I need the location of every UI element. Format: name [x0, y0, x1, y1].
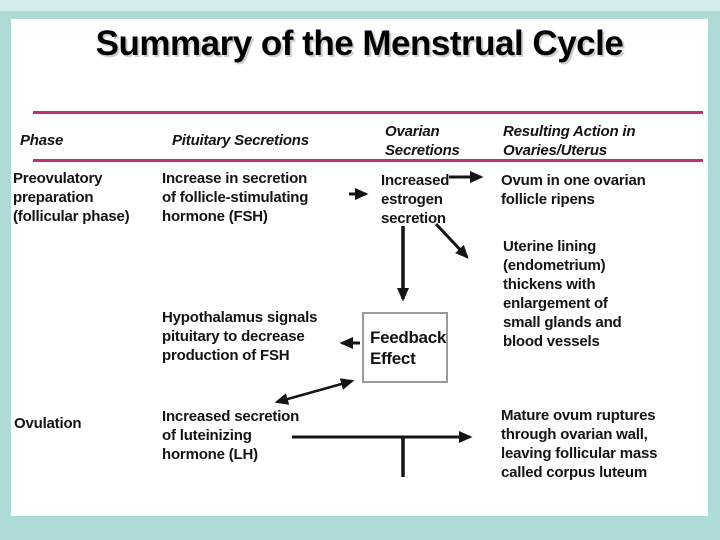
cell-ovulation-phase: Ovulation	[14, 415, 82, 432]
cell-uterine-lining-thickens: Uterine lining (endometrium) thickens wi…	[503, 238, 622, 350]
column-header-phase: Phase	[20, 132, 64, 149]
column-header-resulting-action: Resulting Action in Ovaries/Uterus	[503, 123, 636, 159]
column-header-ovarian-secretions: Ovarian Secretions	[385, 123, 460, 159]
cell-ovum-ripens: Ovum in one ovarian follicle ripens	[501, 172, 646, 208]
top-edge-strip	[0, 0, 720, 11]
column-header-pituitary-secretions: Pituitary Secretions	[172, 132, 309, 149]
slide-title: Summary of the Menstrual Cycle	[95, 24, 624, 63]
cell-lh-secretion: Increased secretion of luteinizing hormo…	[162, 408, 300, 463]
cell-hypothalamus-signals: Hypothalamus signals pituitary to decrea…	[162, 309, 318, 364]
feedback-effect-label: Feedback Effect	[370, 328, 447, 368]
table-rule-top	[33, 111, 703, 114]
cell-fsh-secretion: Increase in secretion of follicle-stimul…	[162, 170, 309, 225]
cell-preovulatory-phase: Preovulatory preparation (follicular pha…	[13, 170, 130, 225]
table-rule-bottom	[33, 159, 703, 162]
slide-background	[11, 19, 708, 516]
cell-mature-ovum-ruptures: Mature ovum ruptures through ovarian wal…	[501, 407, 658, 481]
feedback-effect-box: Feedback Effect	[362, 312, 448, 383]
cell-estrogen-secretion: Increased estrogen secretion	[381, 172, 450, 227]
